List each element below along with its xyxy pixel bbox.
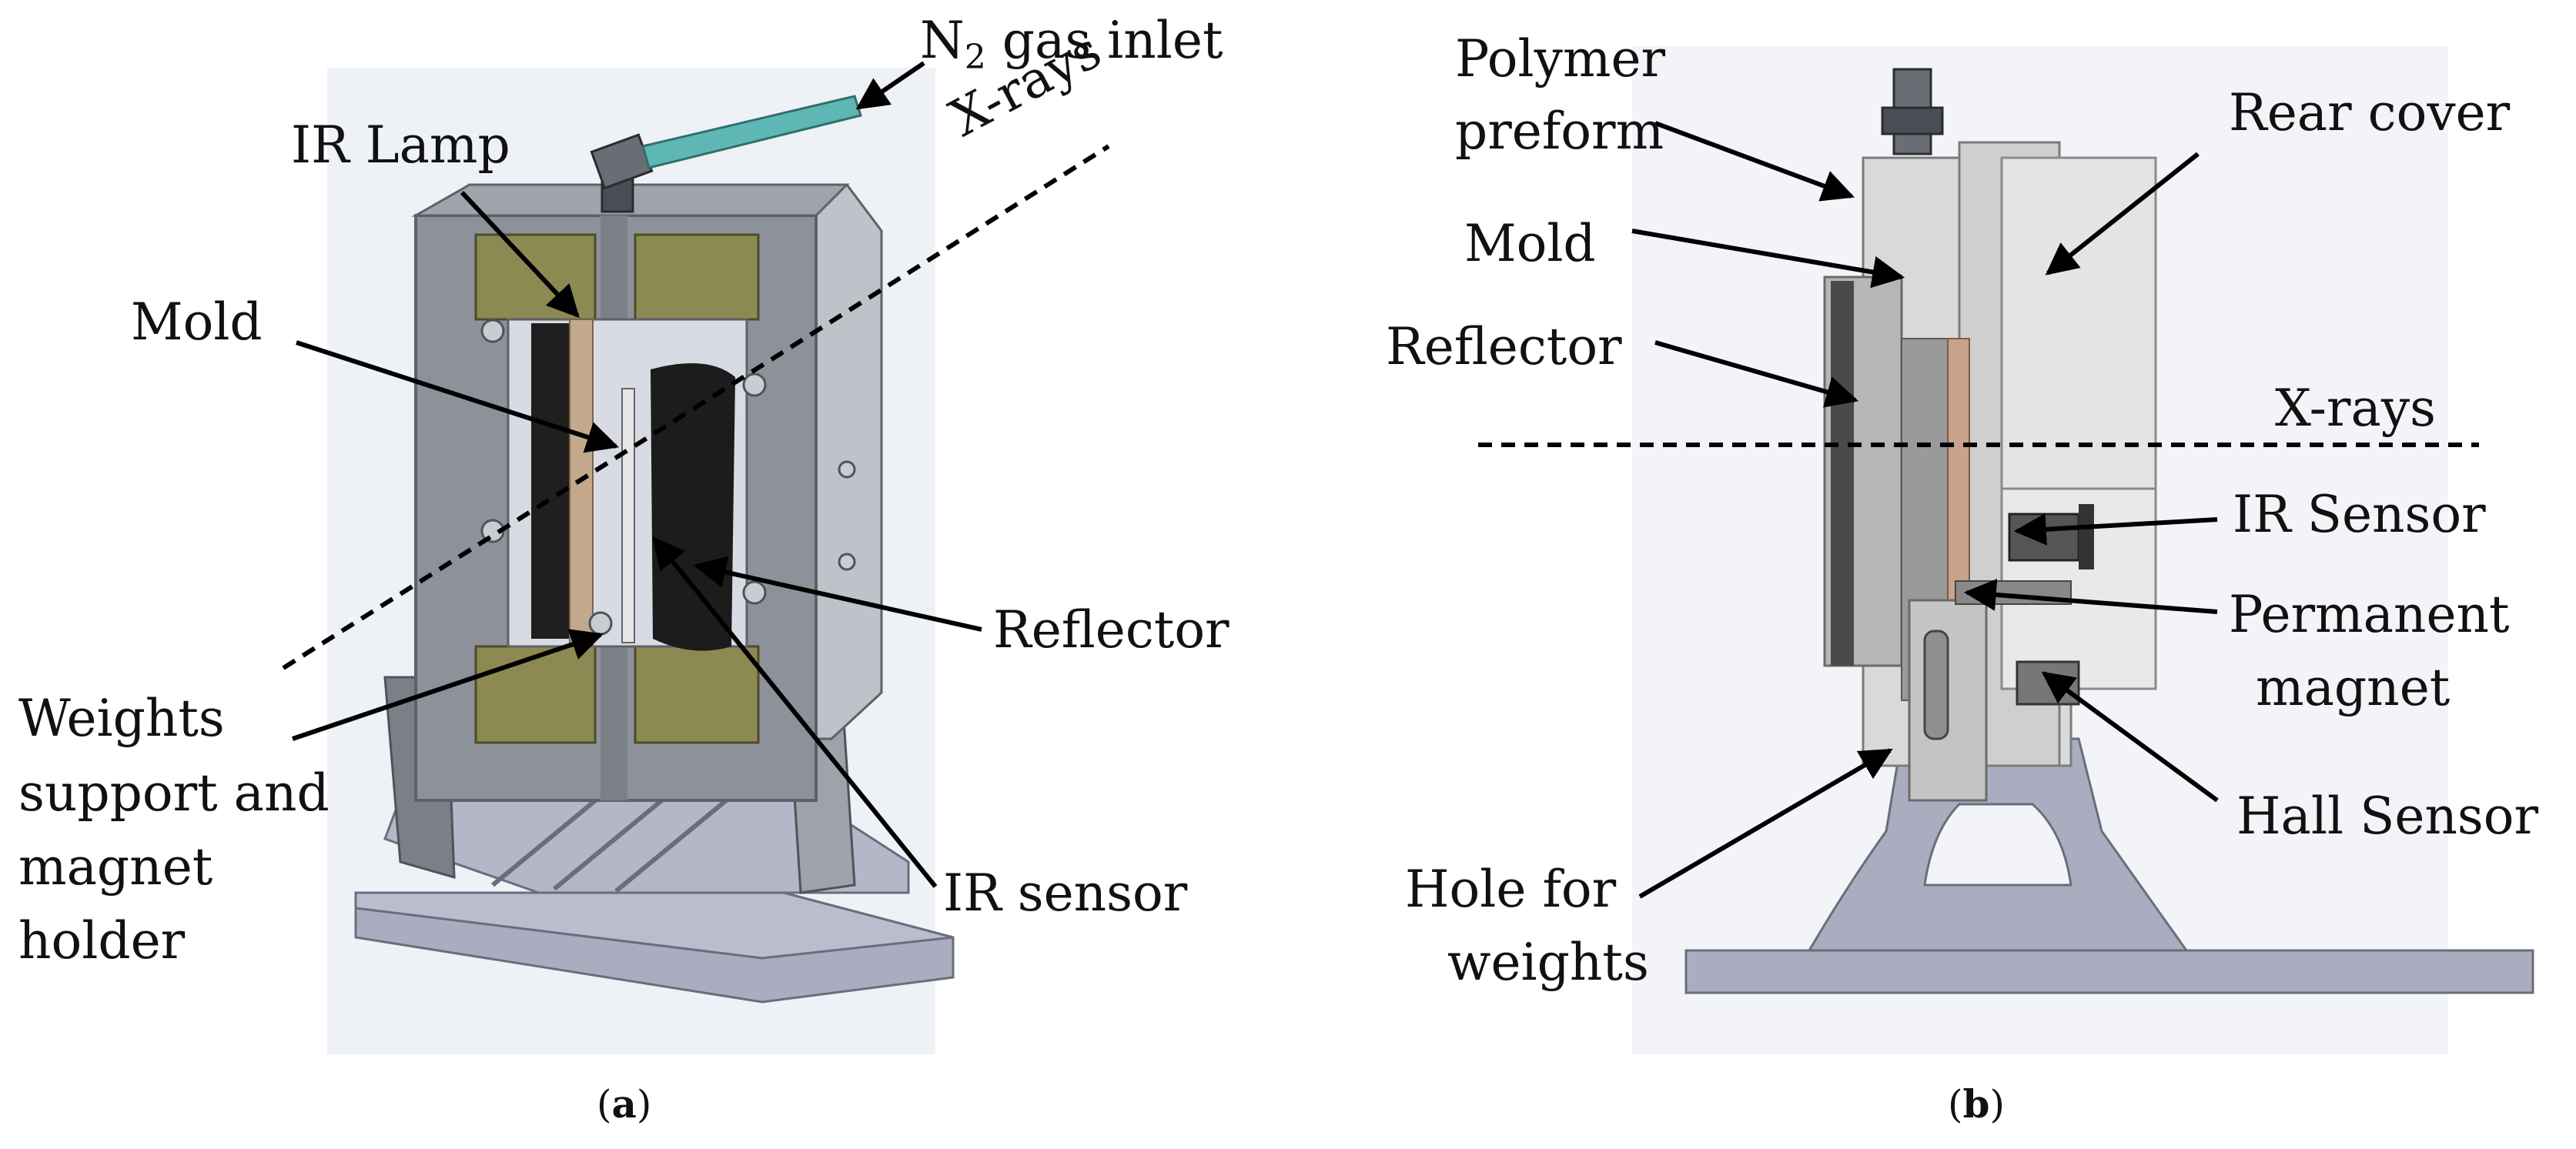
label-ir-sensor-a: IR sensor	[943, 863, 1188, 923]
label-hole-line1: Hole for	[1405, 860, 1617, 919]
label-hole-line2: weights	[1447, 933, 1649, 992]
panel-b-base	[1684, 737, 2534, 994]
arrow-ir-sensor-b	[2013, 513, 2218, 546]
xray-path-a	[282, 144, 1110, 670]
arrow-hall-sensor	[2041, 671, 2219, 803]
arrow-reflector-a	[693, 556, 982, 632]
label-reflector-b: Reflector	[1386, 317, 1622, 376]
label-n2-suffix: gas inlet	[985, 11, 1223, 70]
arrow-hole-weights	[1638, 748, 1893, 899]
label-magnet-line2: magnet	[2256, 658, 2451, 717]
label-weights-line4: holder	[18, 911, 186, 970]
label-n2-prefix: N	[920, 11, 965, 70]
label-hall-sensor: Hall Sensor	[2236, 787, 2539, 846]
arrow-ir-lamp	[460, 190, 580, 319]
arrow-ir-sensor-a	[652, 536, 938, 888]
label-rear-cover: Rear cover	[2229, 83, 2511, 142]
label-n2-gas-inlet: N2 gas inlet	[920, 11, 1223, 88]
label-weights-line3: magnet	[18, 837, 213, 897]
arrow-mold-b	[1631, 229, 1905, 289]
ir-lamp	[531, 319, 594, 647]
caption-b-letter: b	[1962, 1081, 1990, 1127]
caption-a: (a)	[597, 1081, 652, 1127]
label-mold-b: Mold	[1464, 214, 1596, 273]
arrow-mold-a	[296, 340, 619, 453]
arrow-weights-support	[292, 629, 604, 741]
arrow-n2-inlet	[855, 61, 925, 110]
label-ir-sensor-b: IR Sensor	[2233, 485, 2486, 544]
label-weights-line2: support and	[18, 763, 330, 823]
gas-inlet-fitting	[590, 95, 862, 213]
arrow-polymer-preform	[1654, 121, 1855, 202]
label-reflector-a: Reflector	[993, 600, 1229, 660]
label-mold-a: Mold	[131, 292, 263, 352]
screws	[480, 319, 856, 636]
label-xrays-b: X-rays	[2275, 379, 2436, 438]
arrow-rear-cover	[2045, 152, 2200, 276]
label-ir-lamp: IR Lamp	[291, 115, 510, 175]
label-magnet-line1: Permanent	[2229, 585, 2510, 644]
label-polymer-line2: preform	[1455, 102, 1664, 161]
label-n2-subscript: 2	[964, 38, 986, 78]
label-weights-line1: Weights	[18, 689, 225, 748]
arrow-permanent-magnet	[1963, 578, 2218, 614]
caption-b: (b)	[1948, 1081, 2005, 1127]
label-polymer-line1: Polymer	[1455, 29, 1666, 89]
insulation-blocks	[474, 233, 760, 744]
panel-b-top-fitting	[1881, 68, 1944, 155]
arrow-reflector-b	[1654, 340, 1859, 408]
caption-a-letter: a	[611, 1081, 637, 1127]
